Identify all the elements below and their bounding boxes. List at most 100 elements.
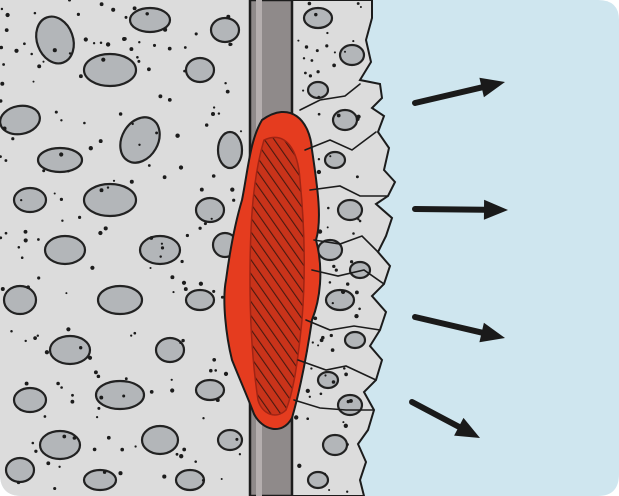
- sand-particle: [54, 192, 56, 194]
- aggregate-stone: [318, 372, 338, 388]
- sand-particle: [182, 448, 186, 452]
- sand-particle: [24, 340, 26, 342]
- sand-particle: [306, 389, 310, 393]
- sand-particle: [19, 409, 21, 411]
- sand-particle: [56, 382, 60, 386]
- aggregate-stone: [325, 152, 345, 168]
- sand-particle: [129, 47, 133, 51]
- aggregate-stone: [350, 262, 370, 278]
- sand-particle: [65, 292, 67, 294]
- aggregate-stone: [326, 290, 354, 310]
- sand-particle: [228, 43, 232, 47]
- sand-particle: [358, 308, 361, 311]
- sand-particle: [329, 155, 331, 157]
- sand-particle: [148, 164, 151, 167]
- aggregate-stone: [308, 82, 328, 98]
- sand-particle: [53, 48, 57, 52]
- sand-particle: [294, 415, 298, 419]
- sand-particle: [200, 188, 204, 192]
- sand-particle: [335, 269, 338, 272]
- aggregate-stone: [176, 470, 204, 490]
- aggregate-stone: [323, 435, 347, 455]
- sand-particle: [59, 152, 63, 156]
- sand-particle: [5, 13, 9, 17]
- aggregate-stone: [211, 18, 239, 42]
- sand-particle: [96, 416, 98, 418]
- aggregate-stone: [96, 381, 144, 409]
- sand-particle: [344, 424, 348, 428]
- sand-particle: [32, 442, 35, 445]
- sand-particle: [354, 314, 358, 318]
- sand-particle: [133, 332, 136, 335]
- sand-particle: [130, 334, 132, 336]
- sand-particle: [318, 113, 321, 116]
- sand-particle: [99, 139, 103, 143]
- sand-particle: [37, 64, 41, 68]
- sand-particle: [184, 287, 188, 291]
- sand-particle: [37, 238, 40, 241]
- sand-particle: [232, 199, 235, 202]
- sand-particle: [4, 159, 7, 162]
- sand-particle: [37, 335, 39, 337]
- sand-particle: [316, 70, 319, 73]
- sand-particle: [37, 276, 40, 279]
- sand-particle: [69, 52, 71, 54]
- sand-particle: [175, 134, 179, 138]
- sand-particle: [20, 199, 22, 201]
- sand-particle: [212, 174, 216, 178]
- sand-particle: [317, 96, 320, 99]
- sand-particle: [324, 473, 326, 475]
- sand-particle: [138, 144, 140, 146]
- sand-particle: [218, 112, 220, 114]
- sand-particle: [317, 170, 321, 174]
- sand-particle: [134, 445, 136, 447]
- aggregate-stone: [156, 338, 184, 362]
- sand-particle: [304, 72, 307, 75]
- sand-particle: [332, 380, 336, 384]
- sand-particle: [155, 131, 158, 134]
- sand-particle: [103, 471, 106, 474]
- sand-particle: [133, 6, 137, 10]
- aggregate-stone: [98, 286, 142, 314]
- aggregate-stone: [6, 458, 34, 482]
- sand-particle: [198, 227, 201, 230]
- sand-particle: [306, 417, 309, 420]
- sand-particle: [186, 234, 189, 237]
- sand-particle: [216, 398, 220, 402]
- sand-particle: [162, 475, 166, 479]
- sand-particle: [100, 41, 103, 44]
- sand-particle: [30, 53, 33, 56]
- sand-particle: [78, 216, 81, 219]
- sand-particle: [226, 15, 230, 19]
- sand-particle: [60, 119, 62, 121]
- sand-particle: [352, 40, 354, 42]
- sand-particle: [101, 58, 105, 62]
- sand-particle: [33, 336, 37, 340]
- sand-particle: [138, 41, 140, 43]
- aggregate-stone: [84, 470, 116, 490]
- sand-particle: [330, 334, 333, 337]
- sand-particle: [163, 28, 167, 32]
- aggregate-stone: [345, 332, 365, 348]
- sand-particle: [211, 112, 215, 116]
- sand-particle: [61, 219, 63, 221]
- sand-particle: [71, 400, 75, 404]
- sand-particle: [119, 112, 123, 116]
- sand-particle: [60, 386, 63, 389]
- aggregate-stone: [333, 110, 357, 130]
- sand-particle: [83, 122, 86, 125]
- sand-particle: [118, 471, 122, 475]
- sand-particle: [297, 40, 299, 42]
- sand-particle: [212, 290, 215, 293]
- sand-particle: [202, 417, 204, 419]
- sand-particle: [1, 8, 3, 10]
- sand-particle: [149, 236, 153, 240]
- sand-particle: [357, 218, 359, 220]
- aggregate-stone: [218, 430, 242, 450]
- sand-particle: [341, 290, 345, 294]
- sand-particle: [311, 59, 314, 62]
- sand-particle: [303, 57, 305, 59]
- sand-particle: [195, 32, 198, 35]
- sand-particle: [11, 137, 14, 140]
